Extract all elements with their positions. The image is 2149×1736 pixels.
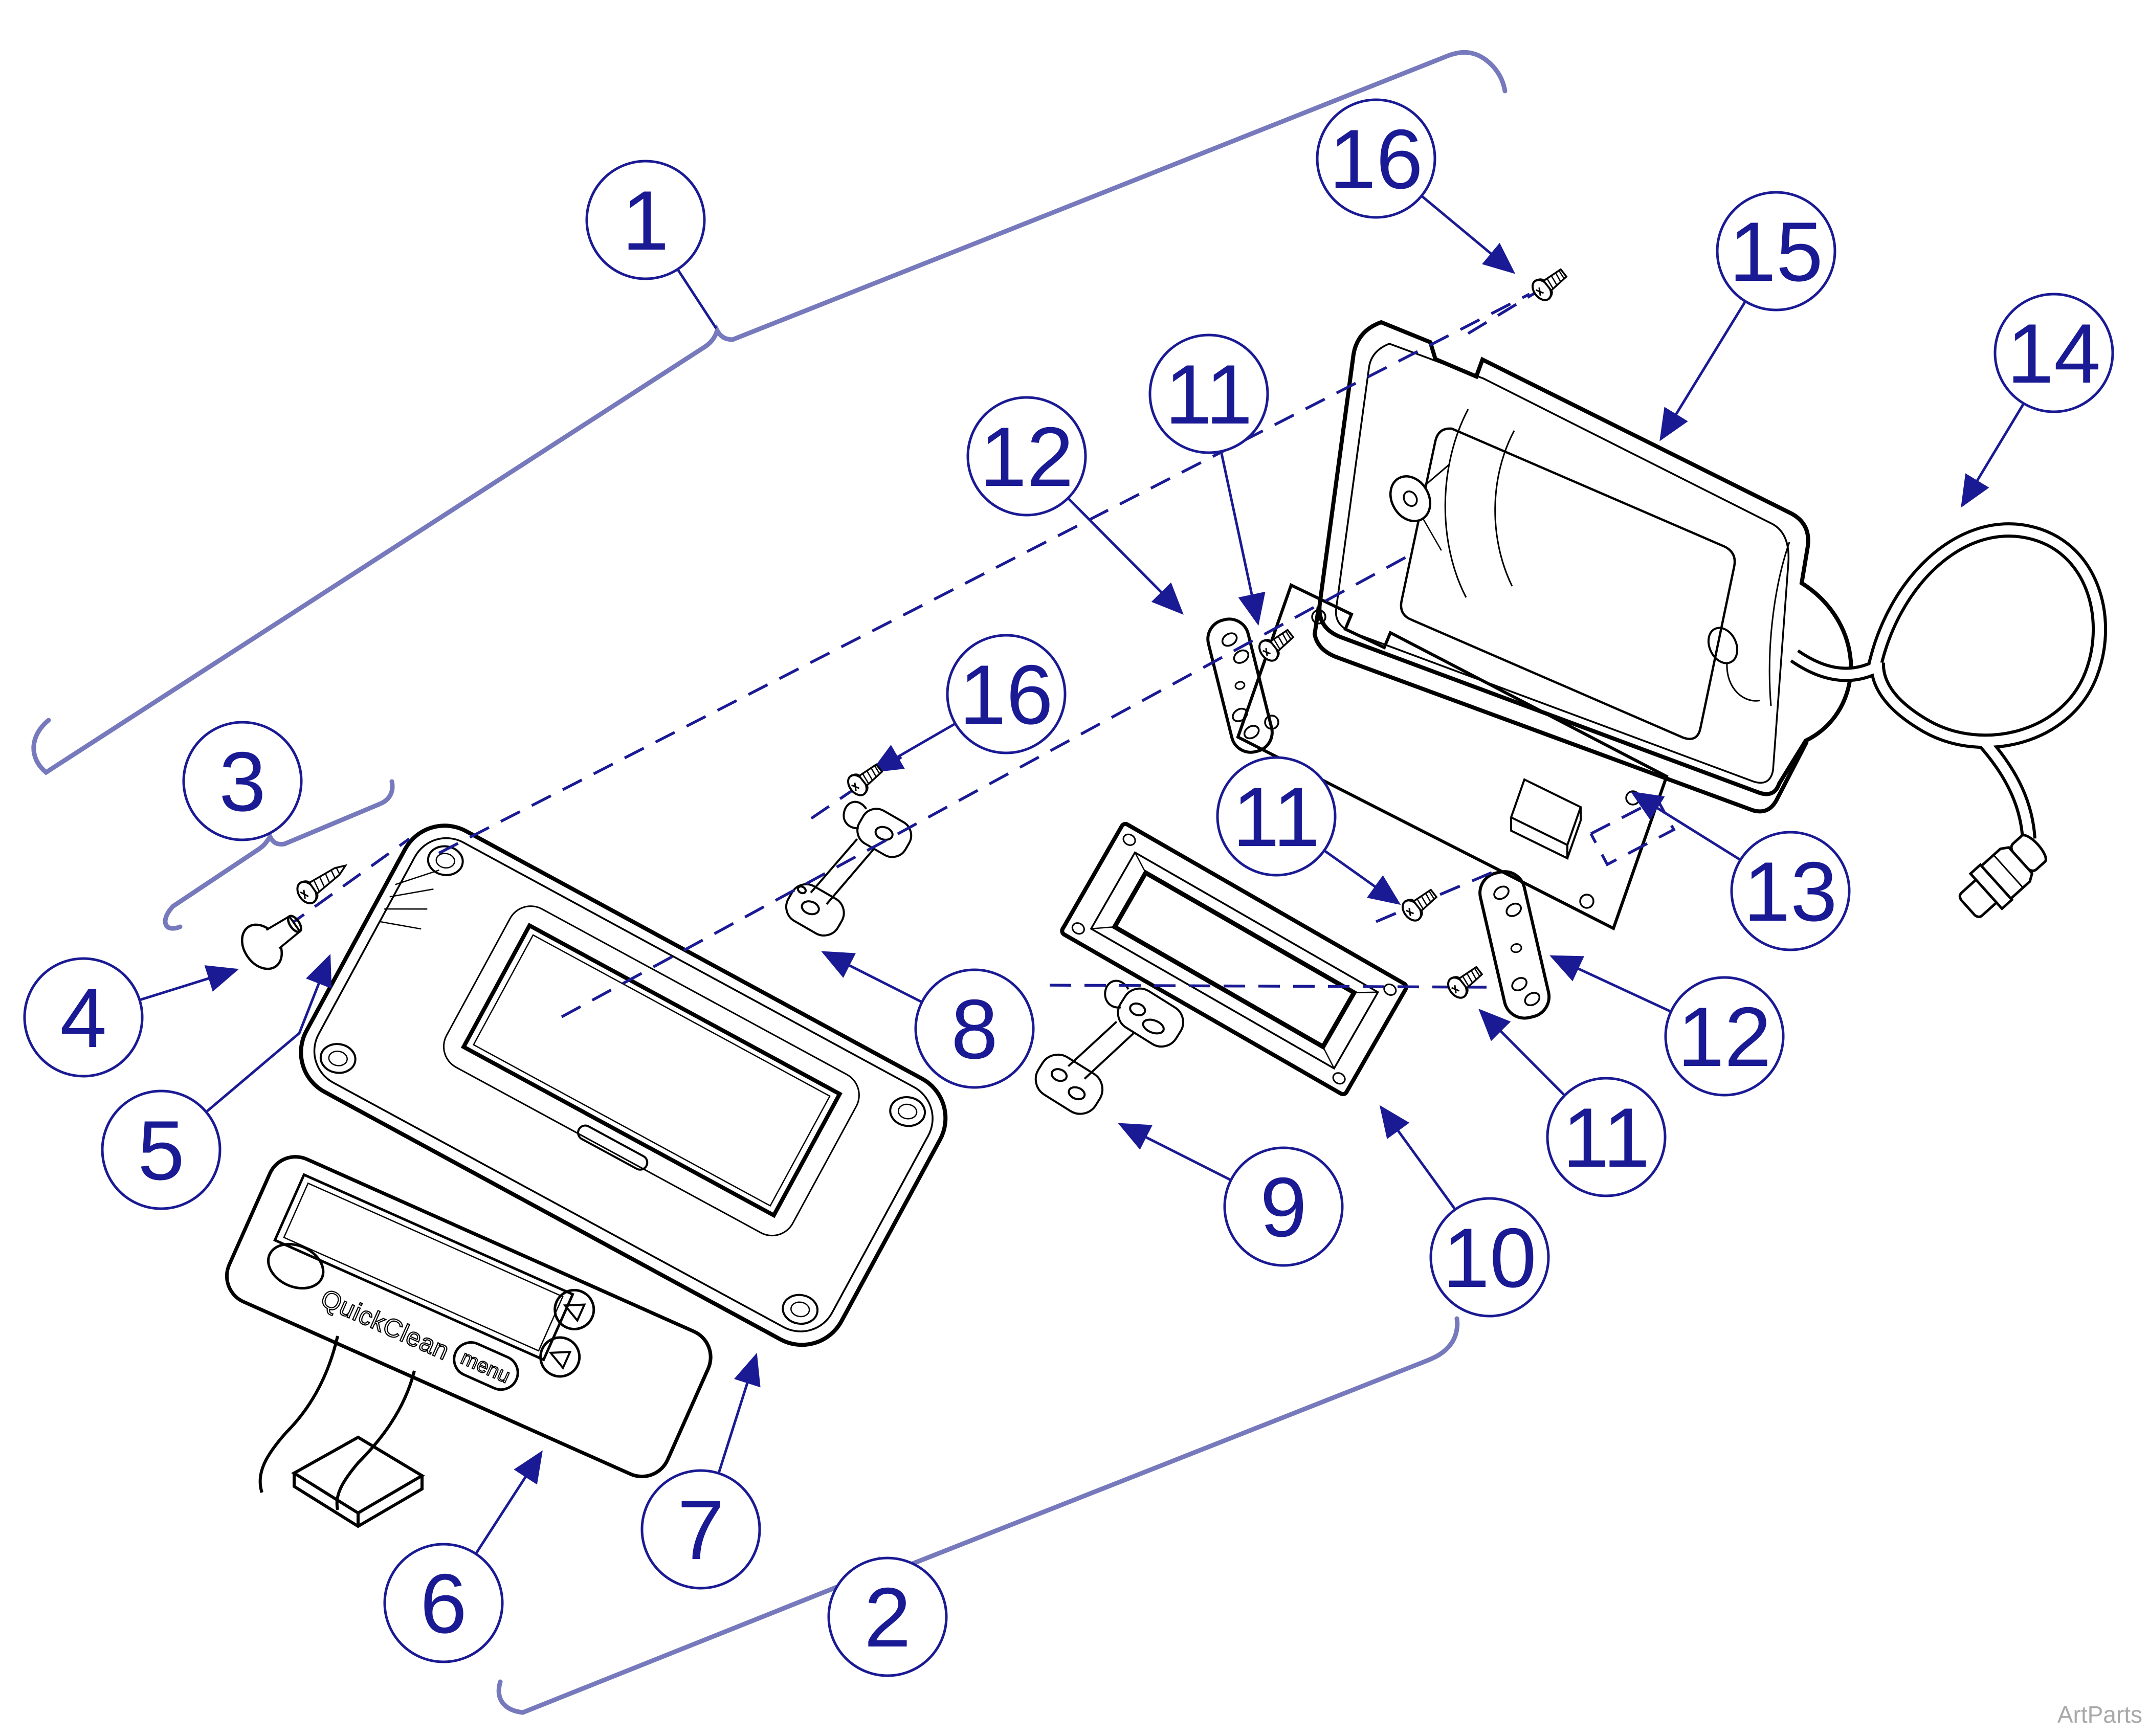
to-screw-11-low <box>1478 1009 1566 1097</box>
retainer-strap-8 <box>785 800 913 937</box>
callout-number: 16 <box>959 648 1053 742</box>
to-bracket-9 <box>1118 1123 1232 1182</box>
callout-number: 8 <box>951 982 998 1076</box>
bracket-clip-upper-12 <box>1206 617 1274 754</box>
brace-assembly-1 <box>31 50 1508 775</box>
callout-10: 10 <box>1429 1197 1550 1318</box>
axis-top-long <box>438 293 1531 855</box>
callout-11: 11 <box>1148 333 1269 454</box>
callout-9: 9 <box>1223 1146 1344 1267</box>
display-module <box>1060 821 1408 1097</box>
to-bracket-8 <box>821 951 923 1004</box>
to-display-10 <box>1379 1105 1457 1211</box>
membrane-panel: QuickClean menu <box>225 1155 713 1528</box>
to-plug-4 <box>139 965 239 1001</box>
watermark: ArtParts <box>2057 1701 2142 1728</box>
callout-12: 12 <box>1664 976 1785 1097</box>
callout-number: 13 <box>1743 844 1837 939</box>
callout-number: 9 <box>1260 1160 1307 1254</box>
callout-number: 12 <box>980 410 1074 504</box>
machine-screw <box>1527 263 1572 305</box>
ribbon-cable <box>258 1336 416 1510</box>
callout-13: 13 <box>1730 831 1851 951</box>
arrow-button-up <box>553 1288 595 1330</box>
callout1-connector <box>676 269 718 329</box>
power-cable <box>1790 522 2108 919</box>
to-bezel-7 <box>717 1352 761 1474</box>
grouping-braces <box>31 50 1508 1715</box>
brace-fasteners-3 <box>163 779 395 931</box>
callout-number: 15 <box>1729 205 1823 299</box>
menu-button-label: menu <box>457 1346 513 1388</box>
brand-label: QuickClean <box>317 1283 454 1365</box>
arrow-button-down <box>539 1336 581 1378</box>
callout-12: 12 <box>966 396 1087 517</box>
callout-number: 11 <box>1562 1090 1650 1185</box>
callout-15: 15 <box>1716 191 1836 311</box>
callout-number: 1 <box>622 173 669 268</box>
circuit-board <box>1236 583 1669 931</box>
callout-number: 11 <box>1232 770 1320 864</box>
callout-number: 3 <box>219 735 266 829</box>
to-screw-16-mid <box>870 722 956 773</box>
callout-number: 5 <box>138 1103 185 1197</box>
callout-3: 3 <box>182 721 303 841</box>
callout-16: 16 <box>1316 98 1436 219</box>
callout-11: 11 <box>1546 1077 1667 1197</box>
rear-housing <box>1312 320 1853 814</box>
plug-fastener <box>234 902 312 976</box>
ribbon-connector <box>291 1435 425 1528</box>
callout-14: 14 <box>1993 293 2114 413</box>
callout-number: 11 <box>1165 347 1252 441</box>
callout-number: 14 <box>2007 306 2101 400</box>
callout-number: 10 <box>1443 1211 1537 1305</box>
to-bracket-12-right <box>1549 955 1672 1013</box>
callout-5: 5 <box>101 1089 221 1210</box>
front-bezel <box>299 824 948 1347</box>
callout-number: 7 <box>677 1483 724 1577</box>
callout-7: 7 <box>640 1469 761 1590</box>
axis-second-long <box>561 552 1414 1018</box>
callout-8: 8 <box>914 968 1035 1089</box>
callout-11: 11 <box>1216 756 1337 877</box>
retainer-strap-9 <box>1034 980 1184 1115</box>
leader-lines <box>139 195 2025 1555</box>
to-membrane-6 <box>474 1450 543 1555</box>
callout-4: 4 <box>23 957 144 1078</box>
to-screw-16-top <box>1421 195 1516 274</box>
to-cable-14 <box>1961 403 2025 508</box>
axis-screw-11mid <box>1375 871 1493 923</box>
axis-plug-screw <box>257 837 410 949</box>
to-pcb-13 <box>1630 791 1741 861</box>
callout-1: 1 <box>585 160 706 280</box>
callout-number: 2 <box>864 1570 911 1664</box>
axis-display-row <box>1049 984 1487 989</box>
callout-number: 4 <box>60 971 107 1065</box>
housing-boss <box>1389 463 1450 551</box>
callout-16: 16 <box>946 634 1067 754</box>
callout-number: 6 <box>420 1556 467 1651</box>
to-housing-15 <box>1659 300 1747 441</box>
callout-bubbles: 1 16 15 14 11 12 16 3 13 11 4 12 5 8 11 9 10 7 6 2 <box>23 98 2114 1677</box>
cable-connector <box>1958 834 2047 919</box>
callout-number: 12 <box>1677 990 1771 1084</box>
callout-6: 6 <box>383 1543 504 1663</box>
blank-button <box>267 1242 325 1290</box>
to-screw-11-mid <box>1323 849 1401 905</box>
machine-screw <box>1398 883 1442 925</box>
to-bracket-12-upper <box>1067 497 1184 615</box>
machine-screw <box>1443 961 1488 1003</box>
to-screw-11-upper <box>1220 451 1266 626</box>
to-screw-5 <box>205 953 332 1113</box>
callout-number: 16 <box>1329 112 1423 206</box>
callout-2: 2 <box>827 1556 948 1677</box>
bracket-clip-right-12 <box>1478 870 1551 1020</box>
housing-boss-right <box>1707 627 1760 702</box>
